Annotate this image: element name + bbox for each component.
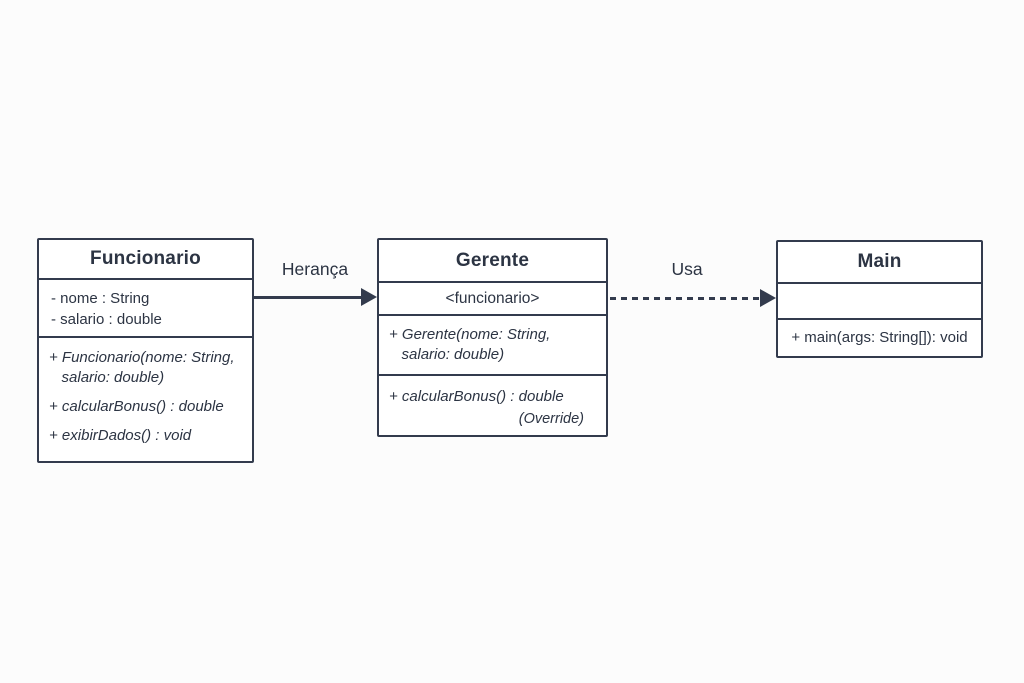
method-main: + main(args: String[]): void — [791, 329, 968, 346]
methods-compartment-main: + main(args: String[]): void — [778, 320, 981, 356]
uses-arrow-label: Usa — [671, 259, 703, 279]
inheritance-arrow-label: Herança — [281, 259, 349, 279]
attribute-nome: - nome : String — [51, 290, 150, 307]
class-box-funcionario: Funcionario - nome : String - salario : … — [37, 238, 254, 463]
inheritance-arrow-line — [253, 296, 364, 299]
method-constructor-gerente: + Gerente(nome: String, salario: double) — [389, 326, 551, 363]
class-title-main: Main — [778, 242, 981, 284]
class-title-gerente: Gerente — [379, 240, 606, 284]
methods-compartment-gerente: + calcularBonus() : double (Override) — [379, 376, 606, 435]
class-box-main: Main + main(args: String[]): void — [776, 240, 983, 358]
method-calcularbonus-gerente: + calcularBonus() : double — [389, 388, 564, 405]
attributes-compartment-funcionario: - nome : String - salario : double — [39, 280, 252, 338]
uses-arrow-line — [610, 297, 762, 300]
inheritance-arrowhead-icon — [361, 288, 377, 306]
override-annotation: (Override) — [518, 411, 584, 427]
method-calcularbonus-funcionario: + calcularBonus() : double — [49, 398, 224, 415]
attribute-salario: - salario : double — [51, 311, 162, 328]
method-constructor-funcionario: + Funcionario(nome: String, salario: dou… — [49, 349, 235, 386]
stereotype-gerente: <funcionario> — [379, 283, 606, 316]
attributes-compartment-main-empty — [778, 284, 981, 320]
class-title-funcionario: Funcionario — [39, 240, 252, 280]
constructor-compartment-gerente: + Gerente(nome: String, salario: double) — [379, 316, 606, 376]
uses-arrowhead-icon — [760, 289, 776, 307]
method-exibirdados-funcionario: + exibirDados() : void — [49, 427, 192, 444]
methods-compartment-funcionario: + Funcionario(nome: String, salario: dou… — [39, 338, 252, 461]
class-box-gerente: Gerente <funcionario> + Gerente(nome: St… — [377, 238, 608, 437]
